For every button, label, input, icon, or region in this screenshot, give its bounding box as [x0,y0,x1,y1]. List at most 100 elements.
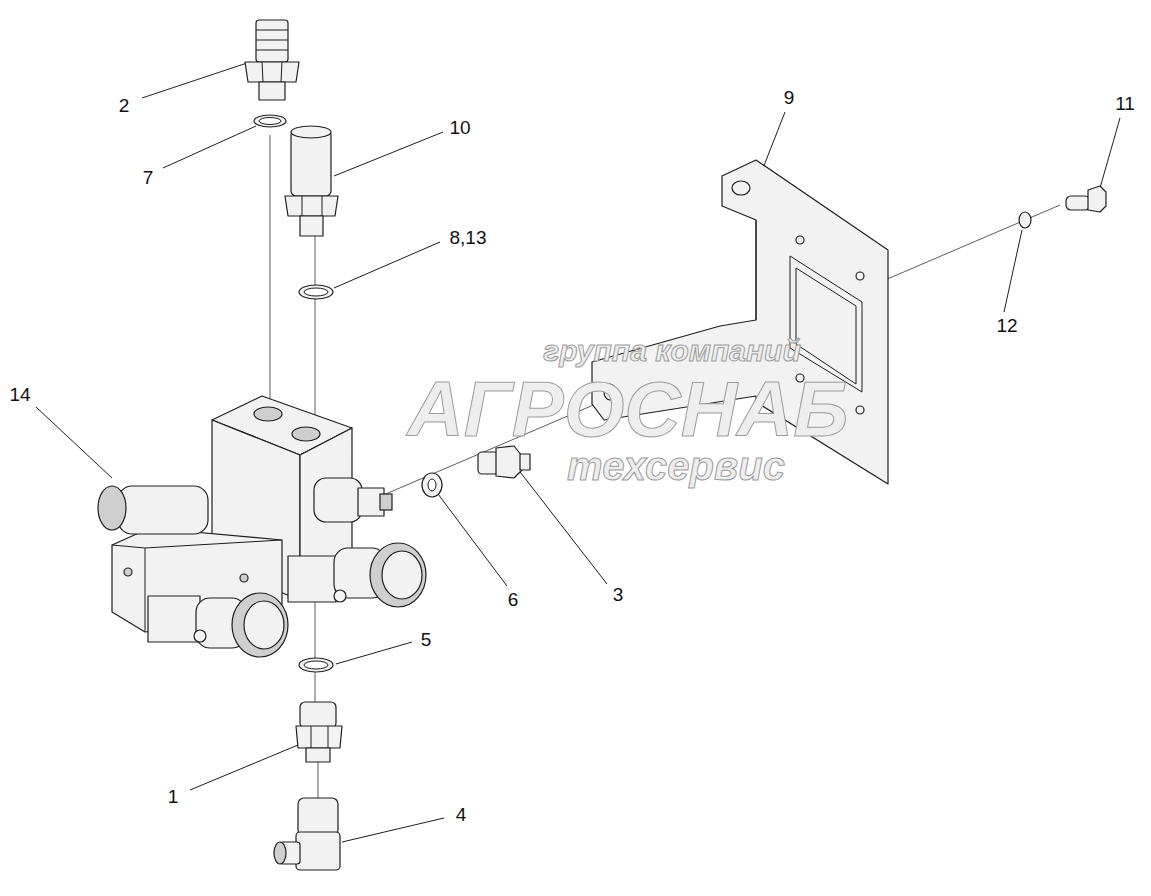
solenoid-right-shape [382,551,422,599]
fitting-1-shape [306,748,330,762]
assembly-axes-shape [315,235,316,425]
bracket-9-shape [856,272,864,280]
solenoid-right-shape [288,556,336,602]
seal-ring-8 [299,285,333,299]
sensor-10-shape [322,196,323,216]
watermark-text: группа компаний [543,334,800,367]
bracket-9-shape [732,181,750,195]
sensor-10-shape [291,130,331,196]
leader-lines-shape [336,642,412,664]
fitting-2-shape [256,40,288,41]
assembly-axes-shape [270,135,271,400]
callout-number: 7 [143,168,154,189]
valve-block-shape [145,548,146,632]
sensor-10 [285,126,338,236]
callout-number: 12 [996,316,1017,337]
elbow-4-shape [298,798,338,836]
leader-lines-shape [1004,230,1022,312]
valve-block-shape [145,540,282,548]
sensor-10-shape [302,196,303,216]
solenoid-14-shape [118,486,208,534]
valve-block-shape [292,427,320,441]
seal-ring-7 [254,115,286,127]
relief-valve-shape [380,494,392,510]
sensor-10-shape [300,216,323,236]
fitting-2-shape [256,20,288,62]
fitting-1-shape [311,726,312,748]
fitting-2-shape [262,62,263,82]
watermark-text: техсервис [567,444,785,488]
seal-ring-5 [299,658,333,672]
bolt-11-shape [1088,186,1106,212]
valve-block-shape [240,574,248,582]
solenoid-left-shape [232,593,288,657]
fitting-1-shape [328,726,329,748]
fitting-2-shape [256,50,288,51]
solenoid-left-shape [244,601,284,649]
callout-number: 2 [119,96,130,117]
bracket-9-shape [856,406,864,414]
fitting-1 [296,702,342,762]
elbow-4-shape [296,832,340,870]
assembly-axes-shape [315,600,316,705]
callout-number: 10 [449,118,470,139]
assembly-axes [270,135,1060,800]
valve-block-shape [124,568,132,576]
solenoid-right-shape [370,543,426,607]
seal-ring-5-hole [304,661,328,669]
watermark-text: АГРОСНАБ [407,367,848,453]
elbow-4 [274,798,340,870]
relief-valve [314,478,392,522]
bolt-11 [1066,186,1106,212]
leader-lines-shape [142,62,250,98]
callout-number: 11 [1115,94,1135,115]
callout-number: 5 [421,630,432,651]
leader-lines-shape [190,745,298,790]
callout-number: 8,13 [450,228,487,249]
solenoid-left-shape [148,596,200,642]
bracket-9-shape [796,236,804,244]
leader-lines-shape [36,407,112,478]
fitting-2-shape [259,82,285,100]
washer-6 [422,473,442,497]
callout-number: 3 [613,585,624,606]
sensor-10-shape [291,126,331,138]
sensor-10-shape [285,196,338,216]
solenoid-left [148,593,288,657]
leader-lines-shape [334,242,440,288]
elbow-4-shape [274,842,286,864]
bolt-11-shape [1066,196,1090,210]
seal-ring-7-hole [259,118,281,125]
solenoid-14 [98,486,208,534]
seal-ring-8-hole [304,288,328,296]
leader-lines-shape [342,818,444,842]
callout-number: 14 [9,385,30,406]
fitting-2-shape [281,62,282,82]
assembly-axes-shape [360,205,1060,505]
bracket-9-shape [756,220,757,320]
leader-lines-shape [163,126,256,168]
solenoid-right [288,543,426,607]
callout-number: 4 [456,805,467,826]
fitting-3-shape [520,454,530,470]
solenoid-right-shape [334,590,346,602]
fitting-3-shape [478,452,498,474]
relief-valve-shape [314,478,362,522]
washer-6-hole [428,479,436,491]
fitting-1-shape [300,702,336,728]
leader-lines-shape [334,132,443,176]
fitting-2-shape [245,62,299,82]
leader-lines-shape [1100,118,1120,188]
leader-lines-shape [438,494,507,586]
valve-block-shape [254,407,282,421]
callout-number: 6 [508,590,519,611]
washer-12 [1019,212,1031,228]
solenoid-left-shape [194,630,206,642]
callout-number: 9 [784,88,795,109]
leader-lines [36,62,1120,842]
fitting-2 [245,20,299,100]
fitting-1-shape [296,726,342,748]
valve-block-shape [112,545,145,548]
